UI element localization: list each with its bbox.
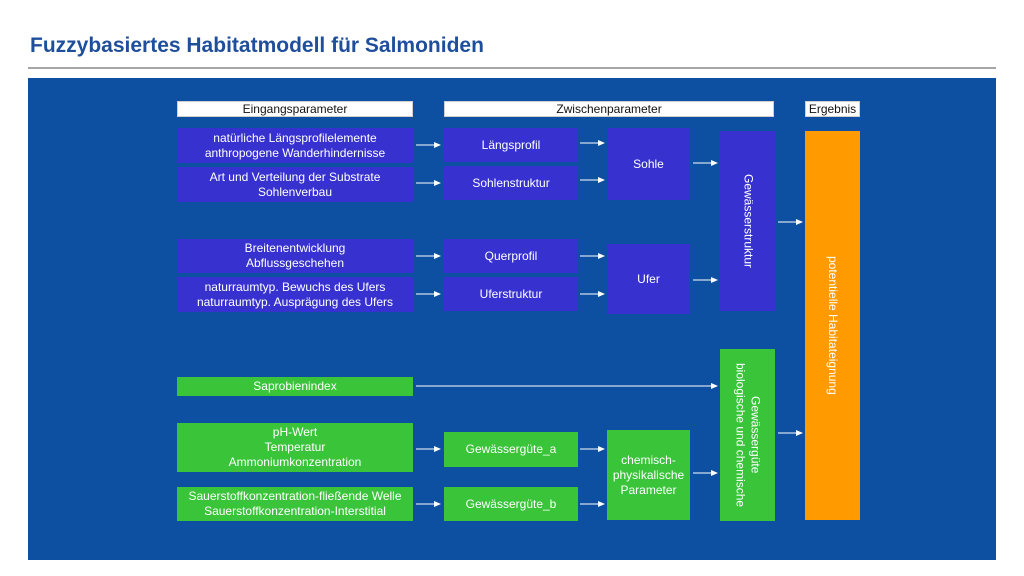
header-intermediate: Zwischenparameter (444, 101, 774, 117)
node-chemisch-line1: chemisch- (621, 452, 676, 467)
title-divider (28, 67, 996, 69)
input-chemie-line3: Ammoniumkonzentration (228, 455, 362, 469)
node-biologisch-line2: Gewässergüte (748, 396, 763, 474)
result-label: potentielle Habitateignung (826, 256, 840, 395)
node-guete-b: Gewässergüte_b (444, 487, 578, 521)
node-ufer: Ufer (607, 244, 690, 314)
input-chemie: pH-Wert Temperatur Ammoniumkonzentration (177, 423, 413, 472)
input-chemie-line1: pH-Wert (272, 425, 318, 439)
node-gewaesserstruktur: Gewässerstruktur (720, 131, 776, 311)
node-chemisch-line2: physikalische (612, 467, 685, 482)
input-laengsprofil-line1: natürliche Längsprofilelemente (213, 130, 377, 145)
node-querprofil: Querprofil (444, 239, 578, 273)
node-laengsprofil: Längsprofil (444, 128, 578, 162)
node-gewaesserstruktur-label: Gewässerstruktur (741, 173, 756, 269)
header-result: Ergebnis (805, 101, 860, 117)
node-biologisch-chemisch: biologische und chemische Gewässergüte (720, 349, 775, 521)
node-sohle: Sohle (607, 128, 690, 200)
input-chemie-line2: Temperatur (264, 440, 326, 454)
node-uferstruktur: Uferstruktur (444, 277, 578, 311)
node-sohlenstruktur: Sohlenstruktur (444, 166, 578, 200)
input-sauerstoff-line2: Sauerstoffkonzentration-Interstitial (204, 504, 386, 518)
input-ufer-line2: naturraumtyp. Ausprägung des Ufers (196, 294, 394, 309)
input-substrate-line2: Sohlenverbau (257, 184, 333, 199)
input-breite-line2: Abflussgeschehen (245, 256, 345, 270)
input-saprobienindex: Saprobienindex (177, 377, 413, 396)
header-input: Eingangsparameter (177, 101, 413, 117)
input-breite: Breitenentwicklung Abflussgeschehen (177, 239, 413, 273)
node-biologisch-line1: biologische und chemische (733, 362, 748, 508)
result-habitateignung: potentielle Habitateignung (805, 131, 860, 520)
input-breite-line1: Breitenentwicklung (244, 241, 346, 255)
node-chemisch-line3: Parameter (620, 482, 677, 497)
input-substrate-line1: Art und Verteilung der Substrate (209, 169, 381, 184)
input-sauerstoff-line1: Sauerstoffkonzentration-fließende Welle (188, 489, 402, 503)
page-title: Fuzzybasiertes Habitatmodell für Salmoni… (30, 34, 484, 57)
input-ufer: naturraumtyp. Bewuchs des Ufers naturrau… (177, 277, 413, 312)
node-guete-a: Gewässergüte_a (444, 432, 578, 467)
input-ufer-line1: naturraumtyp. Bewuchs des Ufers (204, 279, 386, 294)
input-laengsprofil-line2: anthropogene Wanderhindernisse (204, 145, 386, 160)
input-sauerstoff: Sauerstoffkonzentration-fließende Welle … (177, 487, 413, 521)
input-laengsprofil: natürliche Längsprofilelemente anthropog… (177, 128, 413, 163)
node-chemisch-physikalisch: chemisch- physikalische Parameter (607, 430, 690, 520)
input-substrate: Art und Verteilung der Substrate Sohlenv… (177, 167, 413, 202)
